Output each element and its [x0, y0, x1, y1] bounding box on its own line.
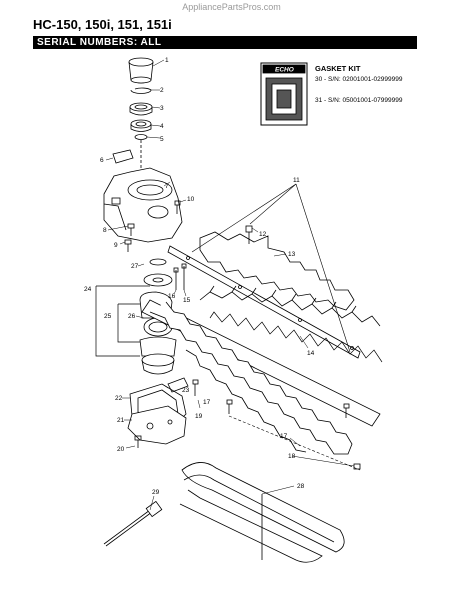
part-18-nut — [353, 463, 361, 470]
callout-11: 11 — [293, 177, 300, 184]
callout-17b: 17 — [280, 433, 288, 440]
part-17-screws — [192, 379, 350, 418]
callout-12: 12 — [259, 231, 267, 238]
part-5-washer — [134, 134, 148, 140]
part-20-screw — [134, 435, 142, 448]
model-title: HC-150, 150i, 151, 151i — [33, 17, 172, 32]
callout-18: 18 — [288, 453, 296, 460]
callout-2: 2 — [160, 87, 164, 94]
callout-4: 4 — [160, 123, 164, 130]
callout-17a: 17 — [203, 399, 211, 406]
callout-3: 3 — [160, 105, 164, 112]
callout-24: 24 — [84, 286, 92, 293]
callout-16: 16 — [168, 293, 176, 300]
callout-1: 1 — [165, 57, 169, 64]
part-9-bolt — [124, 239, 132, 252]
gasket-kit-title: GASKET KIT — [315, 64, 361, 73]
part-12-nut — [245, 225, 253, 244]
callout-8: 8 — [103, 227, 107, 234]
callout-7: 7 — [165, 183, 169, 190]
part-29-wrench — [103, 500, 163, 547]
part-27-gear — [143, 258, 173, 287]
callout-23: 23 — [182, 387, 190, 394]
gasket-kit-logo-text: ECHO — [275, 67, 294, 74]
part-28-blade-cover — [179, 462, 345, 563]
part-1-cap — [128, 57, 154, 84]
callout-14: 14 — [307, 350, 315, 357]
part-6-clip — [112, 149, 134, 164]
callout-26: 26 — [128, 313, 136, 320]
callout-9: 9 — [114, 242, 118, 249]
part-13-upper-blade — [199, 231, 355, 311]
part-14-bar — [167, 245, 361, 359]
callout-28: 28 — [297, 483, 305, 490]
callout-15: 15 — [183, 297, 191, 304]
callout-10: 10 — [187, 196, 195, 203]
callout-19: 19 — [195, 413, 203, 420]
serial-banner: SERIAL NUMBERS: ALL — [33, 36, 417, 49]
gasket-kit-logo — [260, 62, 308, 126]
callout-5: 5 — [160, 136, 164, 143]
callout-29: 29 — [152, 489, 160, 496]
callout-27: 27 — [131, 263, 139, 270]
callout-20: 20 — [117, 446, 125, 453]
callout-25: 25 — [104, 313, 112, 320]
part-10-screw — [174, 200, 181, 214]
gasket-kit-line-30: 30 - S/N: 02001001-02999999 — [315, 76, 403, 83]
callout-21: 21 — [117, 417, 125, 424]
callout-6: 6 — [100, 157, 104, 164]
part-7-gear-case — [103, 167, 183, 243]
part-2-ring — [130, 87, 152, 94]
gasket-kit-line-31: 31 - S/N: 05001001-07999999 — [315, 97, 403, 104]
watermark: AppliancePartsPros.com — [182, 2, 281, 12]
callout-22: 22 — [115, 395, 123, 402]
part-24-cam — [141, 353, 175, 375]
part-21-cover — [127, 405, 187, 445]
callout-labels: 1 2 3 4 5 6 7 8 9 10 11 12 13 14 15 16 1… — [84, 57, 315, 496]
lower-blade-assembly — [141, 285, 383, 455]
part-4-bearing — [130, 119, 152, 132]
part-3-bearing — [129, 102, 153, 116]
callout-13: 13 — [288, 251, 296, 258]
gasket-kit-box: GASKET KIT 30 - S/N: 02001001-02999999 3… — [258, 60, 414, 128]
part-15-16-screws — [173, 263, 187, 290]
